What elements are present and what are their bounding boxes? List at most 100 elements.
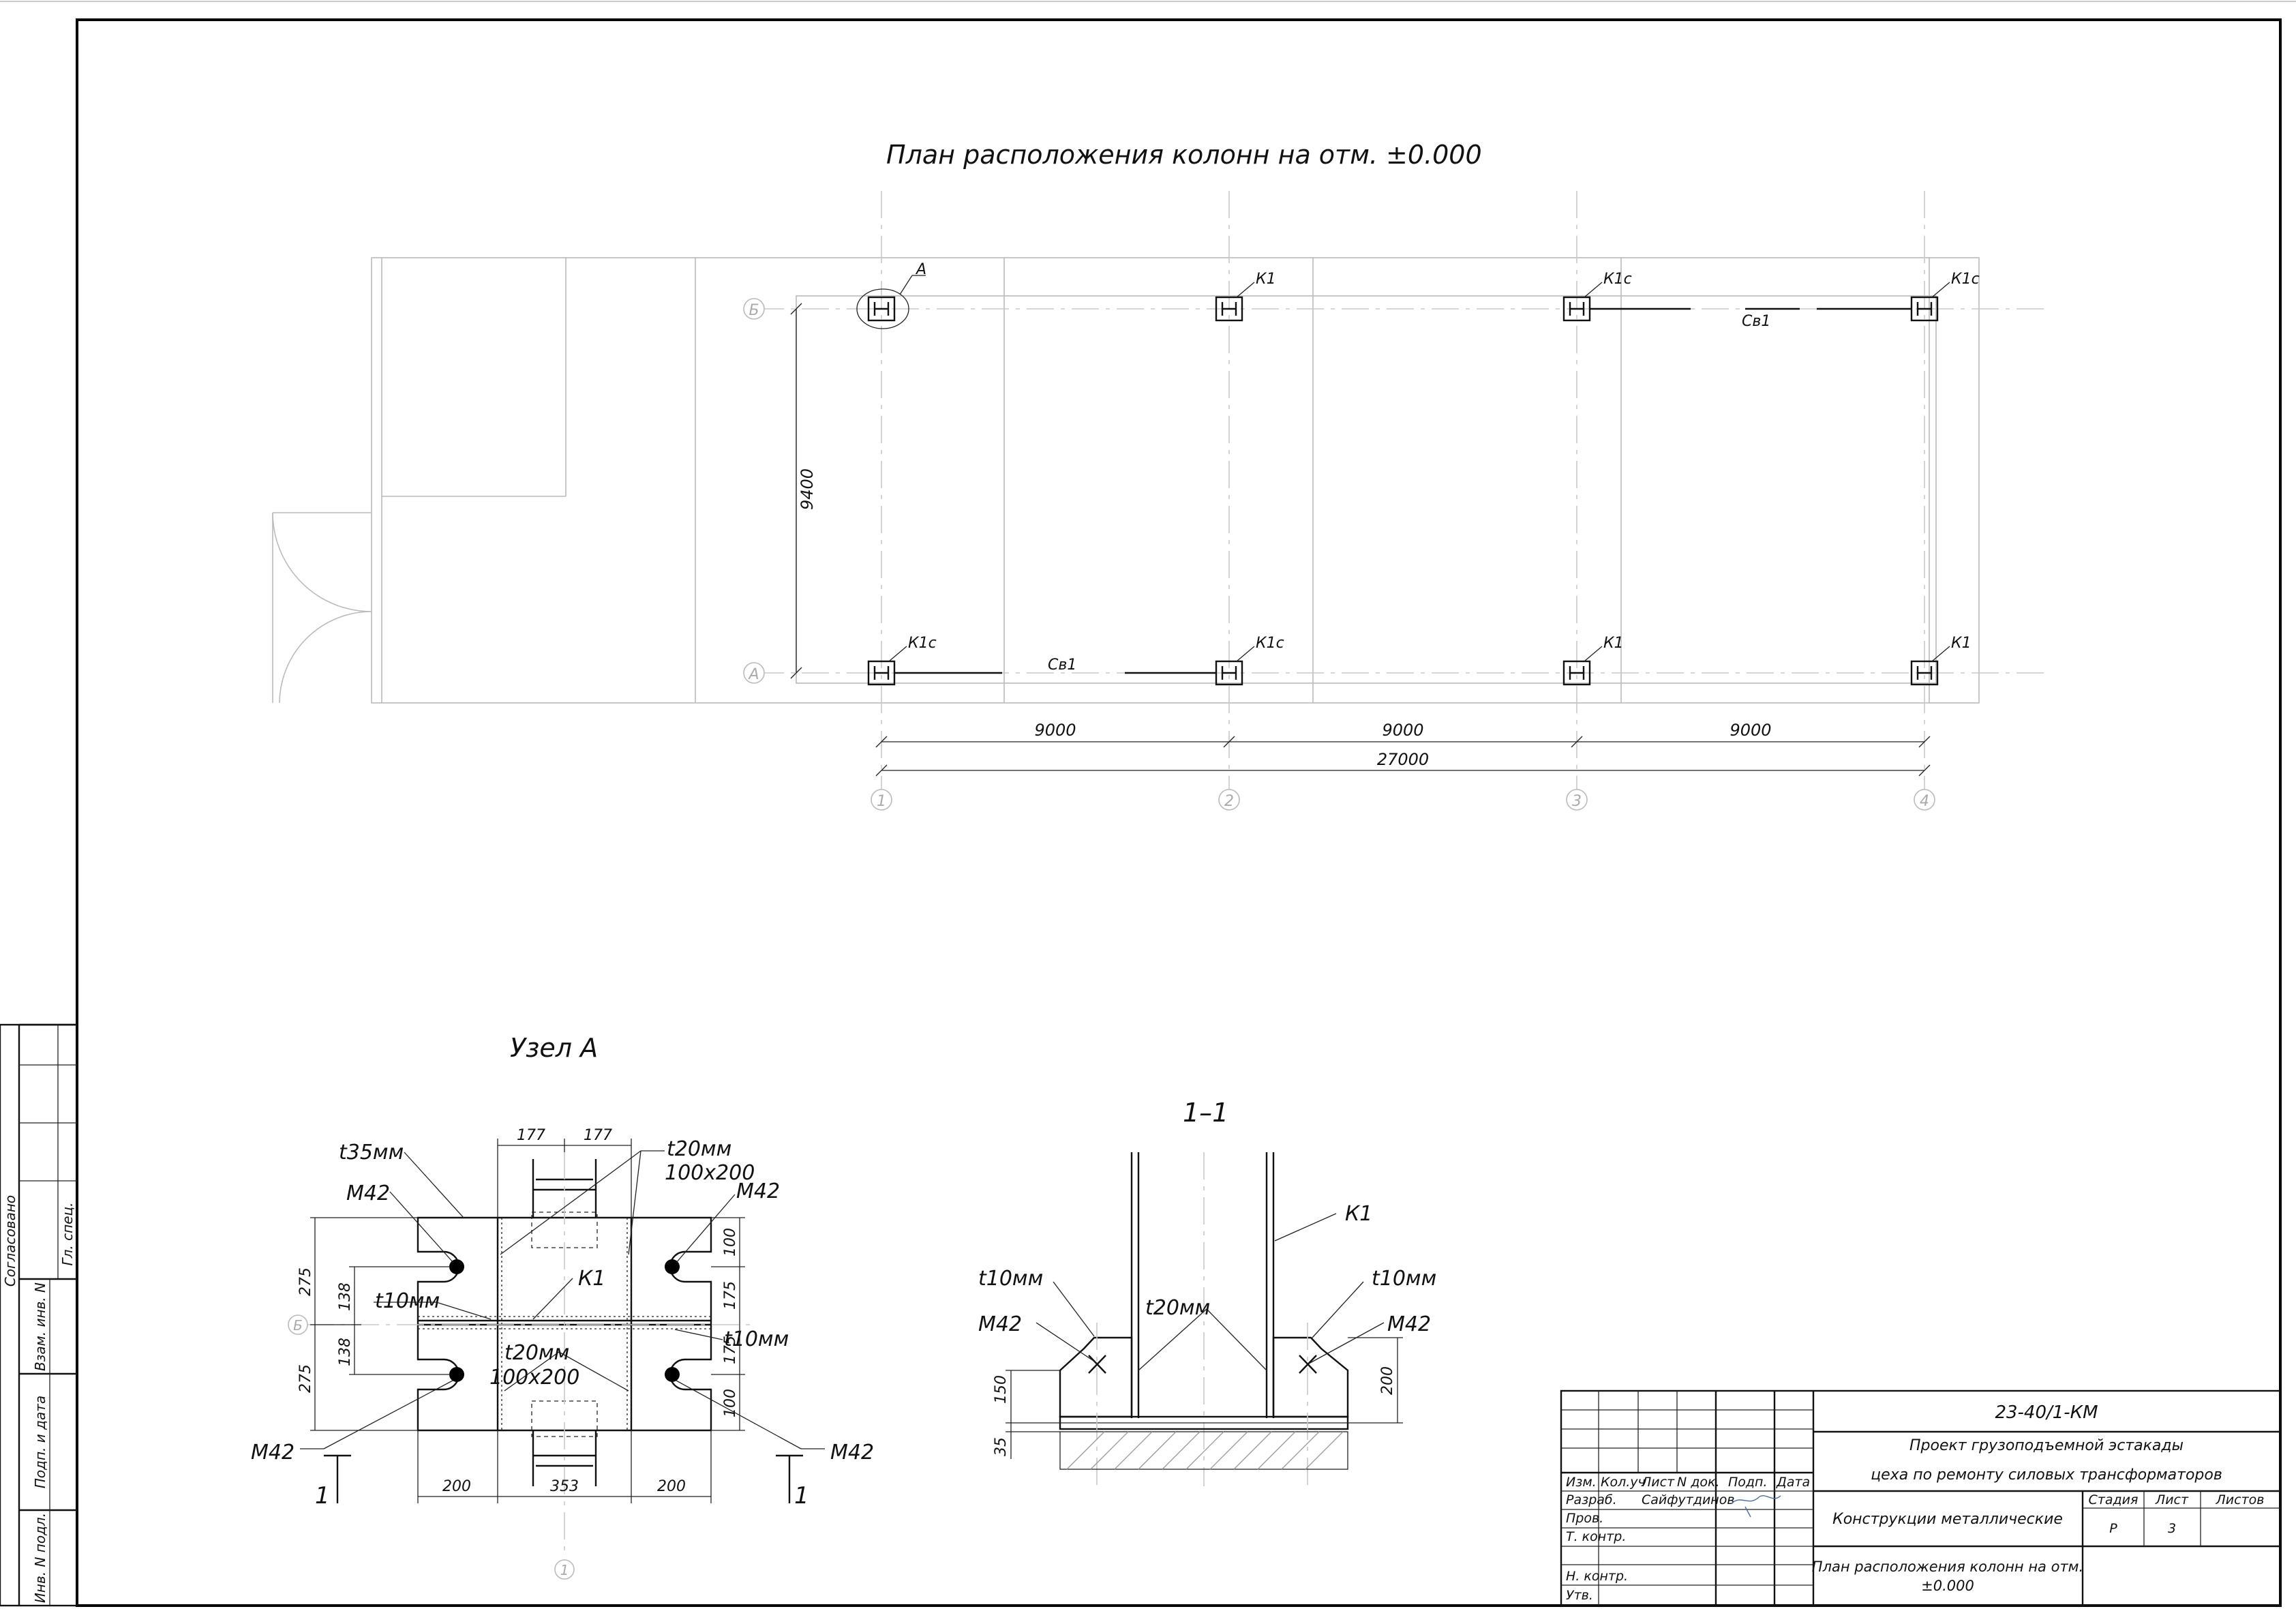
anchor-bolt — [665, 1367, 680, 1382]
tb-project-2: цеха по ремонту силовых трансформаторов — [1871, 1467, 2222, 1484]
stamp-swap: Взам. инв. N — [32, 1282, 48, 1371]
anchor-bolt — [665, 1259, 680, 1274]
tb-section-name: Конструкции металлические — [1832, 1511, 2063, 1528]
tag-a2: К1с — [1256, 635, 1284, 652]
label-m42-tl: M42 — [346, 1182, 390, 1205]
sec-label-t10-left: t10мм — [978, 1267, 1043, 1291]
sec-label-m42-right: M42 — [1387, 1312, 1431, 1336]
stamp-agreed: Согласовано — [2, 1195, 18, 1287]
label-size-bottom: 100х200 — [489, 1366, 579, 1389]
tag-a4: К1 — [1951, 635, 1972, 652]
label-t20-top: t20мм — [667, 1137, 731, 1161]
dim-right-4: 100 — [722, 1389, 739, 1417]
node-axis-1: 1 — [560, 1562, 569, 1578]
foundation-hatch — [1059, 1431, 1348, 1470]
node-title: Узел А — [510, 1033, 598, 1063]
cut-mark-left — [324, 1454, 351, 1503]
dim-span-1: 9000 — [1034, 721, 1076, 740]
node-axis-bubble-1 — [554, 1559, 575, 1580]
node-a-callout-ellipse — [856, 288, 909, 329]
tb-sheet: 3 — [2168, 1521, 2176, 1536]
tag-b2: К1 — [1256, 271, 1276, 288]
building-outline — [371, 257, 1980, 704]
door-swing — [272, 512, 372, 704]
dim-bottom-3: 200 — [657, 1478, 686, 1495]
node-axis-bubble-b — [288, 1314, 308, 1335]
tag-a3: К1 — [1603, 635, 1624, 652]
dim-35: 35 — [993, 1437, 1010, 1456]
tag-b4: К1с — [1951, 271, 1980, 288]
axis-bubble-4 — [1914, 789, 1935, 811]
cut-label-left: 1 — [315, 1482, 330, 1509]
tb-developer: Сайфутдинов — [1642, 1492, 1735, 1507]
label-k1: К1 — [578, 1267, 605, 1291]
tb-sheet-label: Лист — [2155, 1492, 2189, 1507]
tb-role-ncontrol: Н. контр. — [1566, 1569, 1628, 1584]
dim-span-2: 9000 — [1382, 721, 1423, 740]
tb-role-tcontrol: Т. контр. — [1566, 1529, 1626, 1544]
label-t20-bottom: t20мм — [504, 1341, 569, 1365]
dim-left-2: 138 — [337, 1282, 354, 1311]
label-t35: t35мм — [339, 1141, 404, 1164]
stamp-inv: Инв. N подл. — [32, 1513, 48, 1603]
column-b4 — [1910, 296, 1939, 322]
side-stamp: Согласовано Гл. спец. Взам. инв. N Подп.… — [0, 1023, 78, 1607]
label-t10-left: t10мм — [375, 1289, 440, 1313]
cut-label-right: 1 — [794, 1482, 809, 1509]
axis-number-3: 3 — [1572, 793, 1582, 810]
title-block: Изм. Кол.уч Лист N док. Подп. Дата Разра… — [1560, 1389, 2282, 1607]
axis-bubble-1 — [871, 789, 892, 811]
anchor-bolt — [449, 1367, 464, 1382]
dim-total: 27000 — [1377, 750, 1429, 769]
dim-left-1: 275 — [297, 1267, 314, 1296]
dim-left-4: 275 — [297, 1364, 314, 1393]
dim-top-1: 177 — [517, 1127, 545, 1144]
dim-200: 200 — [1379, 1366, 1396, 1395]
column-a3 — [1562, 660, 1591, 686]
dim-left-3: 138 — [337, 1338, 354, 1366]
axis-bubble-3 — [1566, 789, 1588, 811]
axis-number-1: 1 — [877, 793, 886, 810]
stiffener-right — [1272, 1336, 1349, 1418]
label-m42-br: M42 — [830, 1441, 874, 1464]
dim-right-3: 175 — [722, 1336, 739, 1364]
tb-sheet-name-2: ±0.000 — [1921, 1578, 1974, 1594]
tb-col-kol: Кол.уч — [1601, 1475, 1646, 1490]
label-m42-tr: M42 — [736, 1179, 780, 1203]
label-size-top: 100х200 — [665, 1161, 755, 1185]
axis-letter-a: А — [747, 666, 759, 683]
brace-b-label: Св1 — [1742, 313, 1770, 330]
column-a2 — [1215, 660, 1243, 686]
axis-bubble-2 — [1218, 789, 1240, 811]
label-t10-right: t10мм — [724, 1327, 789, 1351]
dim-9400: 9400 — [798, 468, 817, 510]
column-plan: План расположения колонн на отм. ±0.000 … — [272, 140, 2045, 811]
node-axis-b: Б — [293, 1317, 303, 1334]
column-b1 — [867, 296, 896, 322]
plan-title: План расположения колонн на отм. ±0.000 — [886, 140, 1482, 170]
column-a4 — [1910, 660, 1939, 686]
anchor-bolt — [449, 1259, 464, 1274]
sheet-frame — [76, 18, 2282, 1607]
sec-label-t20: t20мм — [1145, 1296, 1210, 1320]
tb-col-podp: Подп. — [1728, 1475, 1768, 1490]
tb-sheets-label: Листов — [2216, 1492, 2265, 1507]
column-b2 — [1215, 296, 1243, 322]
tb-col-list: Лист — [1641, 1475, 1675, 1490]
tb-role-check: Пров. — [1566, 1511, 1603, 1526]
label-m42-bl: M42 — [251, 1441, 294, 1464]
tag-a1: К1с — [908, 635, 937, 652]
cut-mark-right — [776, 1454, 803, 1503]
tb-project-1: Проект грузоподъемной эстакады — [1909, 1437, 2184, 1454]
axis-number-2: 2 — [1224, 793, 1234, 810]
node-a-detail: Узел А Б 1 177 177 — [251, 1033, 874, 1580]
dim-span-3: 9000 — [1729, 721, 1771, 740]
tb-role-approve: Утв. — [1566, 1588, 1593, 1603]
tb-col-date: Дата — [1776, 1475, 1810, 1490]
tb-code: 23-40/1-КМ — [1995, 1402, 2098, 1423]
brace-a-label: Св1 — [1048, 657, 1076, 674]
sec-label-m42-left: M42 — [978, 1312, 1022, 1336]
node-a-callout: А — [915, 261, 926, 278]
section-title: 1–1 — [1183, 1098, 1228, 1128]
tb-stage-label: Стадия — [2089, 1492, 2139, 1507]
